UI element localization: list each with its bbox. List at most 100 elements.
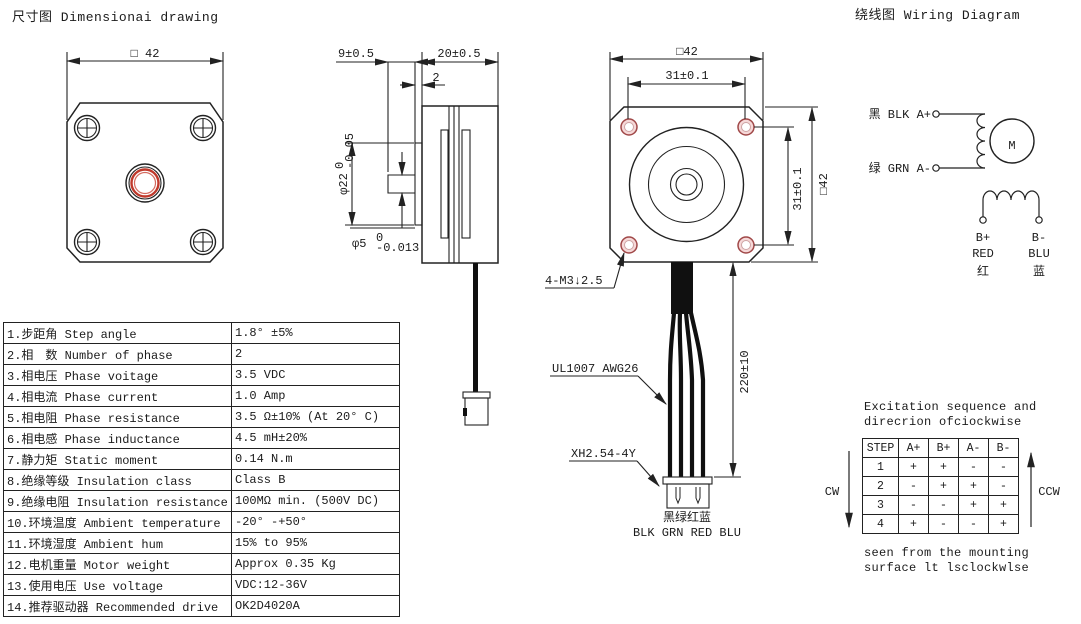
a-plus-label: 黑 BLK A+ <box>869 107 931 122</box>
excitation-cell: + <box>928 457 959 477</box>
svg-text:-0.013: -0.013 <box>376 241 419 255</box>
spec-value: 0.14 N.m <box>231 448 400 470</box>
svg-text:220±10: 220±10 <box>738 350 752 393</box>
excitation-cell: - <box>958 457 989 477</box>
rear-height-dim-label: □42 <box>817 173 831 195</box>
connector-side <box>464 397 489 426</box>
excitation-cell: - <box>898 476 929 496</box>
excitation-header-cell: B- <box>988 438 1019 458</box>
spec-param: 12.电机重量 Motor weight <box>3 553 232 575</box>
spec-param: 8.绝缘等级 Insulation class <box>3 469 232 491</box>
spec-value: 3.5 VDC <box>231 364 400 386</box>
spec-value: 100MΩ min. (500V DC) <box>231 490 400 512</box>
screw-icon <box>73 228 101 256</box>
mounting-holes-callout: 4-M3↓2.5 <box>545 274 603 288</box>
phase-b-coil <box>982 190 1040 217</box>
motor-letter: M <box>1008 139 1015 153</box>
connector-callout: XH2.54-4Y <box>571 447 636 461</box>
excitation-cell: 4 <box>862 514 899 534</box>
wire-spec-callout: UL1007 AWG26 <box>552 362 638 376</box>
svg-text:31±0.1: 31±0.1 <box>791 167 805 210</box>
excitation-cell: + <box>898 514 929 534</box>
cw-label: CW <box>825 485 840 499</box>
spec-param: 7.静力矩 Static moment <box>3 448 232 470</box>
wire-colors-en-label: BLK GRN RED BLU <box>633 526 741 540</box>
spec-row: 10.环境温度 Ambient temperature-20° -+50° <box>3 511 400 533</box>
hole-span-v-dim-label: 31±0.1 <box>791 167 805 210</box>
mounting-hole <box>737 236 755 254</box>
spec-value: 1.0 Amp <box>231 385 400 407</box>
excitation-header-cell: B+ <box>928 438 959 458</box>
shaft-diameter-dim-label: φ5 0 -0.013 <box>352 231 419 255</box>
b-minus-cn-label: 蓝 <box>1033 264 1045 279</box>
spec-param: 13.使用电压 Use voltage <box>3 574 232 596</box>
excitation-cell: + <box>898 457 929 477</box>
phase-a-coil <box>976 113 986 169</box>
wiring-diagram <box>932 110 1043 224</box>
spec-param: 9.绝缘电阻 Insulation resistance <box>3 490 232 512</box>
excitation-header-cell: A- <box>958 438 989 458</box>
shaft-length-dim-label: 9±0.5 <box>338 47 374 61</box>
spec-value: 1.8° ±5% <box>231 322 400 344</box>
svg-text:0: 0 <box>376 231 383 245</box>
screw-icon <box>73 114 101 142</box>
svg-text:0: 0 <box>333 162 347 169</box>
excitation-cell: + <box>988 514 1019 534</box>
terminal-b-plus <box>979 216 987 224</box>
excitation-cell: + <box>988 495 1019 515</box>
b-plus-cn-label: 红 <box>977 263 989 279</box>
body-length-dim-label: 20±0.5 <box>437 47 480 61</box>
spec-param: 10.环境温度 Ambient temperature <box>3 511 232 533</box>
excitation-cell: + <box>958 495 989 515</box>
svg-text:φ22: φ22 <box>337 173 351 195</box>
excitation-row: 2-++- <box>862 476 1019 496</box>
spec-value: 3.5 Ω±10% (At 20° C) <box>231 406 400 428</box>
terminal-a-plus <box>932 110 940 118</box>
spec-value: Approx 0.35 Kg <box>231 553 400 575</box>
spec-param: 6.相电感 Phase inductance <box>3 427 232 449</box>
excitation-cell: + <box>928 476 959 496</box>
rear-face-outline <box>609 106 764 263</box>
b-minus-label: B- <box>1032 231 1046 245</box>
excitation-cell: - <box>988 476 1019 496</box>
excitation-cell: 3 <box>862 495 899 515</box>
svg-text:□42: □42 <box>817 173 831 195</box>
dimensional-drawing-title: 尺寸图 Dimensionai drawing <box>12 10 219 25</box>
spec-param: 11.环境湿度 Ambient hum <box>3 532 232 554</box>
spec-value: 4.5 mH±20% <box>231 427 400 449</box>
lead-wire-bundle <box>671 262 693 314</box>
spec-value: -20° -+50° <box>231 511 400 533</box>
spec-param: 1.步距角 Step angle <box>3 322 232 344</box>
rear-width-dim-label: □42 <box>676 45 698 59</box>
mounting-hole <box>737 118 755 136</box>
front-width-dim-label: □ 42 <box>131 47 160 61</box>
connector-rear <box>666 483 710 509</box>
hole-span-h-dim-label: 31±0.1 <box>665 69 708 83</box>
wire-length-dim-label: 220±10 <box>738 350 752 393</box>
spec-value: 2 <box>231 343 400 365</box>
excitation-header-cell: STEP <box>862 438 899 458</box>
side-body-outline <box>421 105 499 264</box>
excitation-row: 1++-- <box>862 457 1019 477</box>
excitation-row: 4+--+ <box>862 514 1019 534</box>
motor-symbol <box>989 118 1035 164</box>
spec-param: 3.相电压 Phase voitage <box>3 364 232 386</box>
excitation-cell: 1 <box>862 457 899 477</box>
spec-param: 2.相 数 Number of phase <box>3 343 232 365</box>
pilot-boss <box>414 142 423 226</box>
excitation-title-line2: direcrion ofciockwise <box>864 415 1022 429</box>
excitation-cell: 2 <box>862 476 899 496</box>
excitation-footer-line2: surface lt lsclockwlse <box>864 561 1030 575</box>
svg-text:φ5: φ5 <box>352 237 366 251</box>
